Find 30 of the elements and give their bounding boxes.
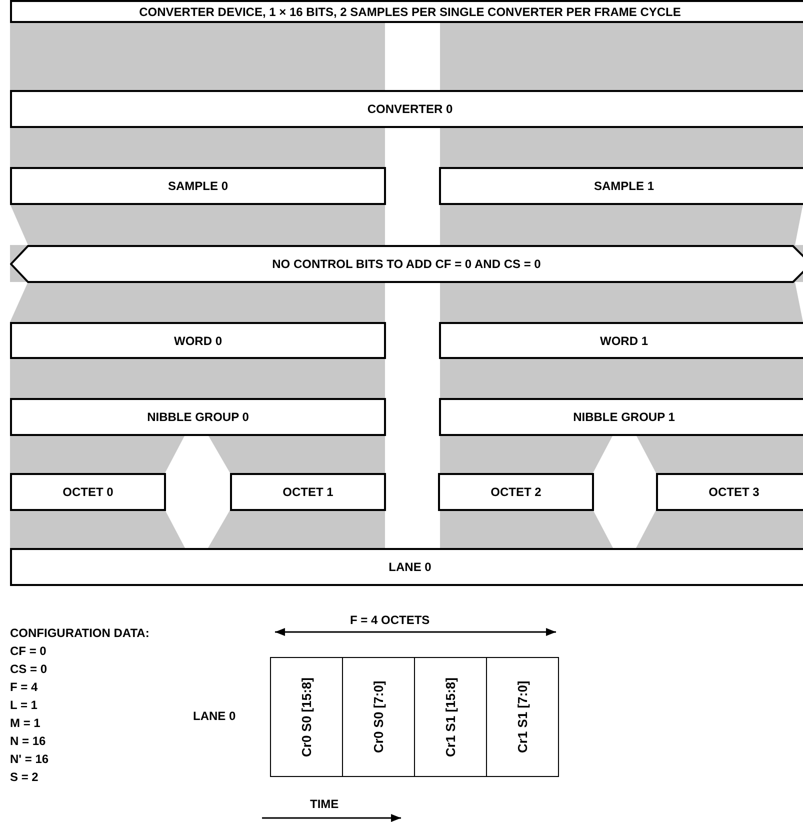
nibble-group-box: NIBBLE GROUP 0	[10, 398, 386, 436]
config-text: L = 1	[10, 698, 38, 712]
config-text: M = 1	[10, 716, 40, 730]
config-heading: CONFIGURATION DATA:	[10, 626, 150, 640]
octet-box: OCTET 1	[230, 473, 386, 511]
hexagon-banner: NO CONTROL BITS TO ADD CF = 0 AND CS = 0	[10, 245, 803, 283]
dimension-text: F = 4 OCTETS	[350, 613, 430, 627]
sample-box: SAMPLE 1	[439, 167, 803, 205]
config-text: CF = 0	[10, 644, 46, 658]
config-text: CS = 0	[10, 662, 48, 676]
octet-cell: Cr0 S0 [7:0]	[342, 657, 415, 777]
sample-box: SAMPLE 0	[10, 167, 386, 205]
converter-box: CONVERTER 0	[10, 90, 803, 128]
config-text: F = 4	[10, 680, 38, 694]
octet-cell: Cr0 S0 [15:8]	[270, 657, 343, 777]
octet-box: OCTET 3	[656, 473, 803, 511]
header-box: CONVERTER DEVICE, 1 × 16 BITS, 2 SAMPLES PER SINGLE CONVERTER PER FRAME CYCLE	[10, 0, 803, 23]
word-box: WORD 1	[439, 322, 803, 359]
config-text: N' = 16	[10, 752, 49, 766]
row-label: LANE 0	[193, 709, 236, 723]
lane-box: LANE 0	[10, 548, 803, 586]
octet-cell: Cr1 S1 [7:0]	[486, 657, 559, 777]
axis-text: TIME	[310, 797, 339, 811]
octet-box: OCTET 2	[438, 473, 594, 511]
word-box: WORD 0	[10, 322, 386, 359]
config-text: S = 2	[10, 770, 38, 784]
config-text: N = 16	[10, 734, 46, 748]
nibble-group-box: NIBBLE GROUP 1	[439, 398, 803, 436]
octet-box: OCTET 0	[10, 473, 166, 511]
octet-cell: Cr1 S1 [15:8]	[414, 657, 487, 777]
